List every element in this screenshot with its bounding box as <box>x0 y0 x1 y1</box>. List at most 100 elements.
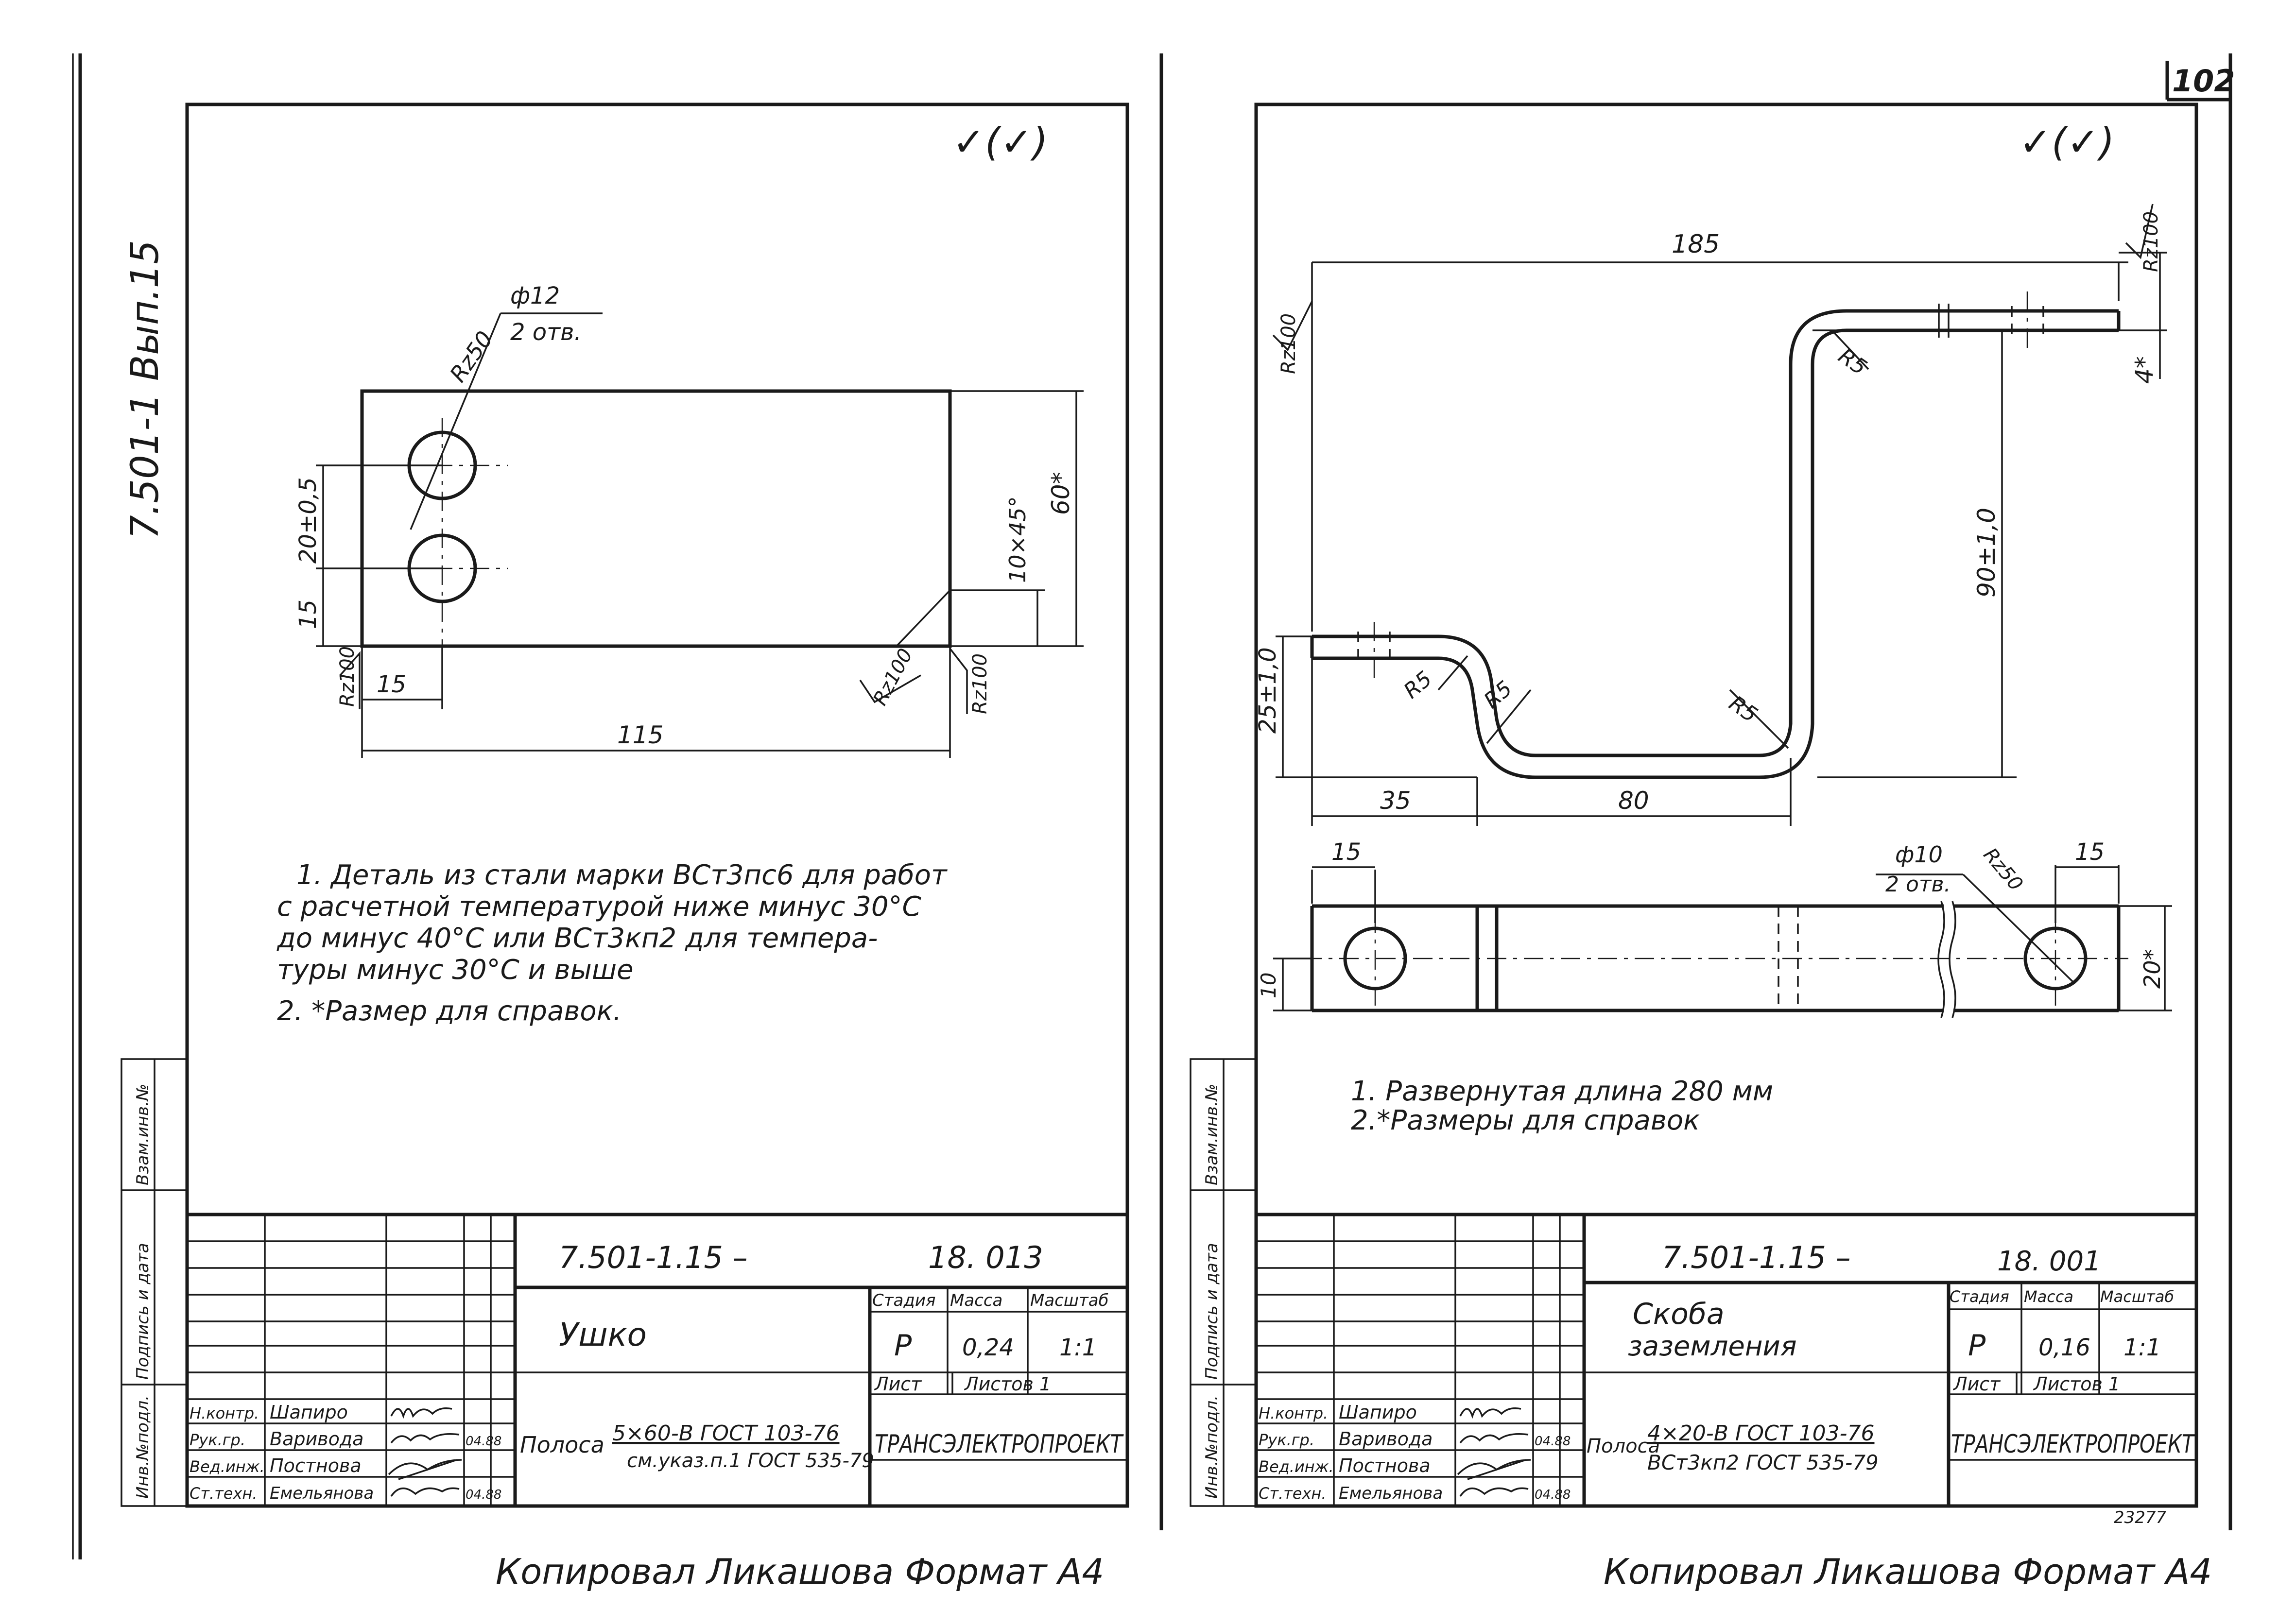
left-tb-role-3: Ст.техн. <box>190 1484 258 1503</box>
left-tb-mass: 0,24 <box>962 1334 1014 1361</box>
right-tb-material-top: 4×20-В ГОСТ 103-76 <box>1647 1421 1874 1446</box>
right-footer: Копировал Ликашова Формат А4 <box>1604 1551 2212 1592</box>
right-tb-scale: 1:1 <box>2123 1334 2161 1361</box>
right-tb-sheets-h: Листов 1 <box>2033 1373 2120 1395</box>
left-side-stamp: Инв.№подл. Подпись и дата Взам.инв.№ <box>121 1058 188 1507</box>
right-tb-mass: 0,16 <box>2038 1334 2090 1361</box>
left-sheet: 7.501-1 Вып.15 Инв.№подл. Подпись и дата… <box>121 103 1129 1592</box>
right-tb-material-bottom: ВСт3кп2 ГОСТ 535-79 <box>1647 1451 1879 1474</box>
bracket-plan-view <box>1302 901 2128 1018</box>
left-tb-stage-h: Стадия <box>872 1291 935 1310</box>
right-note-2: 2.*Размеры для справок <box>1351 1105 1700 1136</box>
right-tb-date-1: 04.88 <box>1535 1434 1571 1449</box>
right-dim-edge15-right: 15 <box>2075 839 2105 866</box>
right-rz100-left: Rz100 <box>1277 313 1300 374</box>
left-tb-number: 18. 013 <box>928 1240 1043 1275</box>
right-tb-person-1: Варивода <box>1339 1428 1433 1450</box>
left-tb-stage: Р <box>894 1329 912 1363</box>
right-stamp-replace: Взам.инв.№ <box>1202 1084 1222 1185</box>
left-roughness-symbol: ✓(✓) <box>952 120 1048 165</box>
left-tb-name: Ушко <box>559 1316 647 1353</box>
right-stamp-inv: Инв.№подл. <box>1202 1395 1222 1499</box>
right-dim-r5-top: R5 <box>1834 343 1871 380</box>
right-tb-role-1: Рук.гр. <box>1259 1431 1314 1449</box>
left-dim-length: 115 <box>617 721 663 749</box>
right-dim-w80: 80 <box>1618 787 1649 815</box>
right-signature-2 <box>1457 1459 1531 1480</box>
right-tb-mass-h: Масса <box>2024 1287 2073 1306</box>
right-dim-edge15-left: 15 <box>1331 839 1361 866</box>
right-roughness-symbol: ✓(✓) <box>2019 120 2114 165</box>
left-rz100-right: Rz100 <box>969 653 991 714</box>
right-tb-role-2: Вед.инж. <box>1259 1457 1334 1476</box>
left-note-4: туры минус 30°С и выше <box>277 954 634 986</box>
right-tb-name-1: Скоба <box>1633 1297 1725 1331</box>
left-tb-scale: 1:1 <box>1059 1334 1097 1361</box>
right-note-1: 1. Развернутая длина 280 мм <box>1351 1076 1773 1107</box>
left-notes: 1. Деталь из стали марки ВСт3пс6 для раб… <box>276 859 948 1027</box>
right-tb-company: ТРАНСЭЛЕКТРОПРОЕКТ <box>1951 1430 2195 1459</box>
left-rz100-left: Rz100 <box>336 646 359 707</box>
left-dim-rz50: Rz50 <box>445 326 498 387</box>
left-tb-person-0: Шапиро <box>270 1402 348 1423</box>
left-tb-person-3: Емельянова <box>270 1484 374 1503</box>
left-tb-role-0: Н.контр. <box>190 1404 259 1422</box>
right-sheet-frame <box>1254 103 2198 1508</box>
left-signature-0 <box>390 1407 452 1419</box>
right-tb-person-0: Шапиро <box>1339 1402 1417 1423</box>
right-dim-r5-c: R5 <box>1725 691 1762 727</box>
right-tb-person-2: Постнова <box>1339 1455 1431 1476</box>
left-tb-date-1: 04.88 <box>466 1434 501 1449</box>
right-sheet: Инв.№подл. Подпись и дата Взам.инв.№ ✓(✓… <box>1190 103 2212 1592</box>
right-plan-dims: 15 15 ф10 2 отв. Rz50 20* 10 <box>1257 839 2172 1011</box>
left-tb-scale-h: Масштаб <box>1030 1291 1109 1310</box>
right-dim-height: 90±1,0 <box>1972 508 2001 598</box>
right-tb-designation: 7.501-1.15 – <box>1662 1240 1851 1275</box>
left-dim-hole-spacing: 20±0,5 <box>294 477 322 564</box>
right-dim-r5-a: R5 <box>1399 667 1437 704</box>
left-right-dims: 60* 10×45° <box>950 390 1084 647</box>
right-tb-material-prefix: Полоса <box>1587 1435 1660 1457</box>
left-tb-mass-h: Масса <box>950 1291 1002 1310</box>
left-vertical-dims: 20±0,5 15 <box>294 464 442 647</box>
left-tb-designation: 7.501-1.15 – <box>559 1240 748 1275</box>
left-tb-person-2: Постнова <box>270 1455 362 1476</box>
right-dim-width: 20* <box>2139 949 2165 989</box>
left-dim-chamfer: 10×45° <box>1004 496 1031 583</box>
left-tb-person-1: Варивода <box>270 1428 363 1450</box>
right-dim-hole-dia: ф10 <box>1895 841 1943 868</box>
left-roughness-marks: Rz100 Rz100 Rz100 <box>336 645 991 714</box>
right-dim-thickness: 4* <box>2130 356 2158 384</box>
left-note-1: 1. Деталь из стали марки ВСт3пс6 для раб… <box>296 859 948 891</box>
right-stamp-sign: Подпись и дата <box>1202 1243 1222 1380</box>
right-dim-w35: 35 <box>1380 787 1411 815</box>
right-profile-dims: 185 4* Rz100 Rz100 90±1,0 25±1,0 R5 R5 R… <box>1254 204 2167 826</box>
left-side-code: 7.501-1 Вып.15 <box>123 240 167 539</box>
right-dim-10: 10 <box>1257 973 1280 998</box>
left-dim-height: 60* <box>1047 472 1075 515</box>
left-stamp-replace: Взам.инв.№ <box>133 1084 153 1185</box>
right-tb-sheet-h: Лист <box>1952 1373 2001 1395</box>
left-tb-company: ТРАНСЭЛЕКТРОПРОЕКТ <box>875 1430 1124 1459</box>
right-signature-0 <box>1459 1407 1521 1419</box>
right-tb-stage: Р <box>1968 1329 1986 1363</box>
right-title-block: 7.501-1.15 – 18. 001 Скоба заземления Ст… <box>1256 1213 2196 1527</box>
left-tb-material-prefix: Полоса <box>520 1432 604 1458</box>
left-stamp-inv: Инв.№подл. <box>133 1395 153 1499</box>
left-tb-material-top: 5×60-В ГОСТ 103-76 <box>612 1421 839 1446</box>
bracket-profile <box>1310 291 2121 779</box>
left-title-block: 7.501-1.15 – 18. 013 Ушко Стадия Масса М… <box>187 1213 1127 1506</box>
right-signature-1 <box>1459 1433 1529 1444</box>
left-note-2: с расчетной температурой ниже минус 30°С <box>277 891 921 923</box>
right-tb-role-3: Ст.техн. <box>1259 1484 1327 1503</box>
right-rz100-top: Rz100 <box>2140 211 2162 272</box>
left-dim-bottom15: 15 <box>377 671 406 698</box>
right-tb-number: 18. 001 <box>1997 1246 2101 1277</box>
right-side-stamp: Инв.№подл. Подпись и дата Взам.инв.№ <box>1190 1058 1257 1507</box>
left-signature-2 <box>388 1459 462 1480</box>
left-tb-sheet-h: Лист <box>874 1373 922 1395</box>
left-dim-hole-dia: ф12 <box>510 282 560 309</box>
left-tb-role-1: Рук.гр. <box>190 1431 245 1449</box>
